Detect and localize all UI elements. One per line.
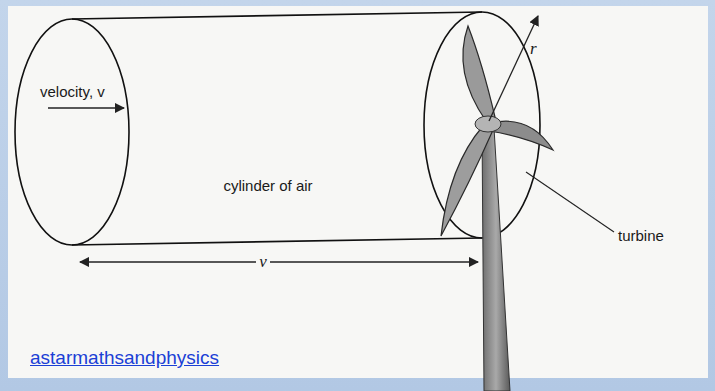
dimension-line (80, 261, 478, 262)
part-label: turbine (618, 228, 664, 245)
turbine-blade (463, 26, 495, 121)
velocity-arrow (48, 107, 124, 108)
cylinder-edge (72, 238, 482, 245)
watermark-link: astarmathsandphysics (30, 348, 219, 369)
cylinder-end (15, 19, 129, 245)
turbine-tower (482, 128, 510, 391)
turbine-blade (441, 126, 493, 236)
region-label: cylinder of air (223, 178, 312, 195)
turbine-hub (475, 116, 501, 132)
leader-line (526, 172, 614, 232)
page-panel (8, 6, 708, 378)
radius-arrow (489, 16, 538, 121)
flow-label: velocity, v (40, 84, 105, 101)
dimension-label: v (256, 253, 270, 272)
cylinder-edge (72, 12, 482, 19)
radius-label: r (530, 40, 537, 59)
